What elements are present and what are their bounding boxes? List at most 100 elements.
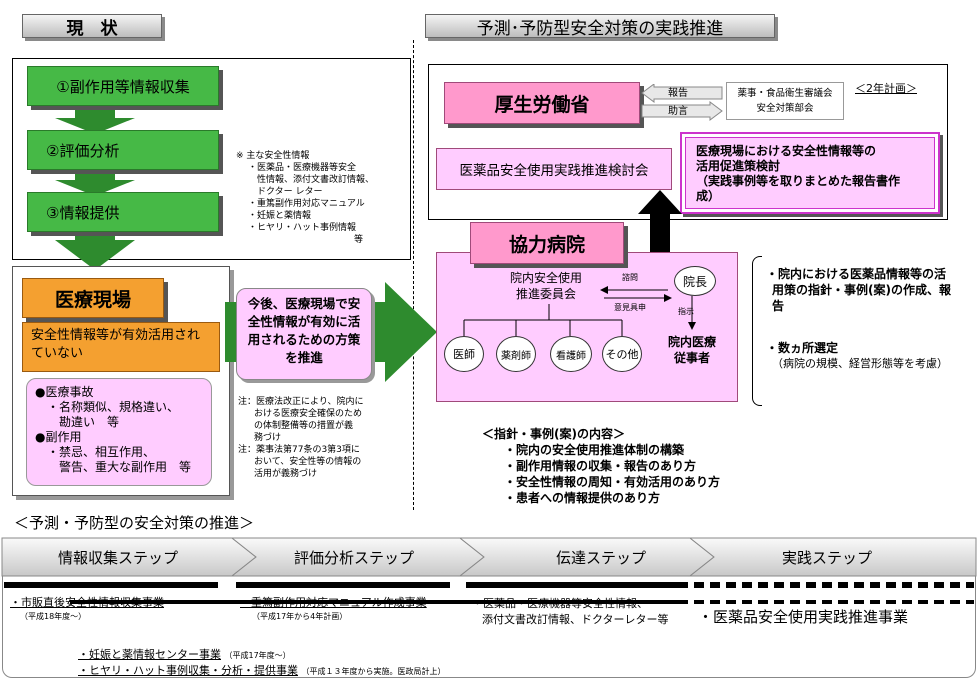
step-band: [1, 537, 977, 577]
practice-frame: [428, 64, 948, 220]
medical-field-title-text: 医療現場: [54, 288, 131, 311]
step-label-transmit: 伝達ステップ: [556, 549, 647, 567]
medical-field-title: 医療現場: [22, 278, 164, 318]
note-line: ※ 主な安全性情報: [236, 151, 310, 161]
advice-arrow: [641, 101, 723, 121]
committee-text: 医薬品安全使用実践推進検討会: [459, 163, 649, 179]
side-bracket: [752, 256, 762, 406]
item-hiyari: ・ヒヤリ・ハット事例収集・分析・提供事業 （平成１３年度から実施。医政局計上）: [78, 662, 446, 678]
study-box: 医療現場における安全性情報等の 活用促進策検討 （実践事例等を取りまとめた報告書…: [680, 132, 940, 214]
bottom-title: ＜予測・予防型の安全対策の推進＞: [14, 514, 255, 532]
mhlw-box: 厚生労働省: [444, 82, 640, 124]
note-line: ・医薬品・医療機器等安全: [248, 163, 357, 173]
opinion-arrow-head: [664, 294, 672, 302]
consult-label: 諮問: [622, 273, 638, 282]
down-arrow-2: [55, 172, 135, 196]
step-collect-label: ①副作用等情報収集: [56, 77, 190, 96]
item-manual-note: （平成17年から4年計画）: [252, 612, 348, 621]
down-arrow-3: [55, 232, 135, 270]
side-note-line: 告: [772, 299, 785, 313]
bar-collect: [4, 582, 218, 588]
item-postmarketing-text: ・市販直後安全性情報収集事業: [10, 596, 164, 609]
step-analyze: ②評価分析: [27, 130, 219, 170]
member-other: その他: [602, 336, 642, 372]
staff-line: 院内医療: [667, 335, 716, 349]
contents-title: ＜指針・事例(案)の内容＞: [482, 427, 625, 441]
up-arrow: [638, 190, 682, 256]
bar-long-lower-dashed: [694, 600, 974, 604]
instruct-label: 指示: [678, 307, 694, 316]
note-line: ドクター レター: [248, 187, 323, 197]
mhlw-text: 厚生労働省: [494, 93, 590, 116]
side-note-line: （病院の規模、経営形態等を考慮）: [772, 357, 948, 370]
council-box: 薬事・食品衛生審議会 安全対策部会: [726, 82, 844, 120]
contents-item: ・院内の安全使用推進体制の構築: [504, 443, 685, 457]
item-safety-info-line: 添付文書改訂情報、ドクターレター等: [482, 613, 669, 626]
step-collect: ①副作用等情報収集: [27, 66, 219, 106]
hospital-lines: [463, 286, 696, 336]
staff-label: 院内医療 従事者: [660, 334, 724, 366]
issue-cat-accident: ●医療事故: [35, 385, 94, 399]
note-line: ・妊娠と薬情報: [248, 211, 312, 221]
law-note-line: おいて、安全性等の情報の: [254, 457, 362, 467]
left-header: 現 状: [22, 14, 162, 39]
side-note-line: ・院内における医薬品情報等の活: [766, 267, 947, 281]
section-divider: [413, 40, 414, 510]
member-label: 医師: [453, 348, 475, 361]
medical-field-issue-text: 安全性情報等が有効活用されていない: [31, 328, 201, 361]
note-line: 性情報、添付文書改訂情報、: [248, 175, 375, 185]
step-band-practice: [688, 537, 977, 577]
contents-item: ・患者への情報提供のあり方: [504, 491, 661, 505]
report-arrow: [641, 84, 723, 103]
future-measure-box: 今後、医療現場で安全性情報が有効に活用されるための方策を推進: [236, 288, 372, 380]
step-label-analyze: 評価分析ステップ: [294, 549, 415, 567]
report-label: 報告: [668, 88, 688, 99]
bar-practice-dashed: [694, 582, 974, 588]
study-line: 成）: [696, 189, 721, 203]
note-line: ・ヒヤリ・ハット事例情報: [248, 223, 357, 233]
item-postmarketing: ・市販直後安全性情報収集事業: [10, 594, 164, 610]
flow-arrows: [55, 110, 135, 270]
member-label: 薬剤師: [501, 350, 531, 362]
member-doctor: 医師: [444, 336, 484, 372]
report-advice-arrows: [641, 84, 723, 121]
side-note-line: 用策の指針・事例(案)の作成、報: [772, 283, 951, 297]
down-arrow-1: [55, 110, 135, 134]
issues-box: ●医療事故 ・名称類似、規格違い、 勘違い 等 ●副作用 ・禁忌、相互作用、 警…: [26, 378, 212, 486]
side-notes: ・院内における医薬品情報等の活 用策の指針・事例(案)の作成、報 告 ・数ヵ所選…: [766, 266, 976, 372]
item-pregnancy-text: ・妊娠と薬情報センター事業: [78, 648, 221, 661]
opinion-label: 意見具申: [614, 303, 646, 312]
step-provide: ③情報提供: [27, 192, 219, 232]
contents-list: ＜指針・事例(案)の内容＞ ・院内の安全使用推進体制の構築 ・副作用情報の収集・…: [482, 426, 782, 506]
issue-item: 勘違い 等: [47, 415, 120, 429]
item-hiyari-text: ・ヒヤリ・ハット事例収集・分析・提供事業: [78, 664, 298, 677]
law-note-line: 活用が義務づけ: [254, 469, 318, 479]
hospital-text: 協力病院: [508, 233, 585, 256]
law-note-line: の体制整備等の措置が義: [254, 421, 354, 431]
instruct-arrow-head: [688, 322, 696, 330]
director-circle: 院長: [674, 266, 716, 296]
study-line: 活用促進策検討: [696, 159, 781, 173]
member-pharmacist: 薬剤師: [496, 336, 536, 372]
item-pregnancy-note: （平成17年度～）: [224, 651, 291, 660]
issue-cat-side-effect: ●副作用: [35, 430, 82, 444]
law-note-line: おける医療安全確保のため: [254, 409, 363, 419]
issue-item: ・禁忌、相互作用、: [47, 445, 156, 459]
inhouse-line: 院内安全使用: [509, 271, 582, 285]
step-analyze-label: ②評価分析: [46, 141, 120, 160]
law-note-line: 注：薬事法第77条の3第3項に: [238, 445, 360, 455]
bar-analyze: [236, 582, 450, 588]
bar-long-lower: [70, 600, 688, 604]
issue-item: ・名称類似、規格違い、: [47, 400, 180, 414]
note-line: 等: [354, 235, 364, 245]
inhouse-committee: 院内安全使用 推進委員会: [494, 270, 598, 302]
item-safety-info-line: ・医薬品・医療機器等安全性情報、: [472, 597, 648, 610]
medical-field-issue: 安全性情報等が有効活用されていない: [22, 322, 220, 372]
side-note-line: ・数ヵ所選定: [766, 341, 839, 355]
hospital-box: 協力病院: [470, 222, 624, 264]
right-header-text: 予測･予防型安全対策の実践推進: [476, 18, 724, 39]
item-hiyari-note: （平成１３年度から実施。医政局計上）: [301, 667, 446, 676]
bar-transmit: [466, 582, 688, 588]
bottom-frame: [2, 576, 976, 678]
law-notes: 注：医療法改正により、院内に おける医療安全確保のため の体制整備等の措置が義 …: [238, 396, 408, 480]
